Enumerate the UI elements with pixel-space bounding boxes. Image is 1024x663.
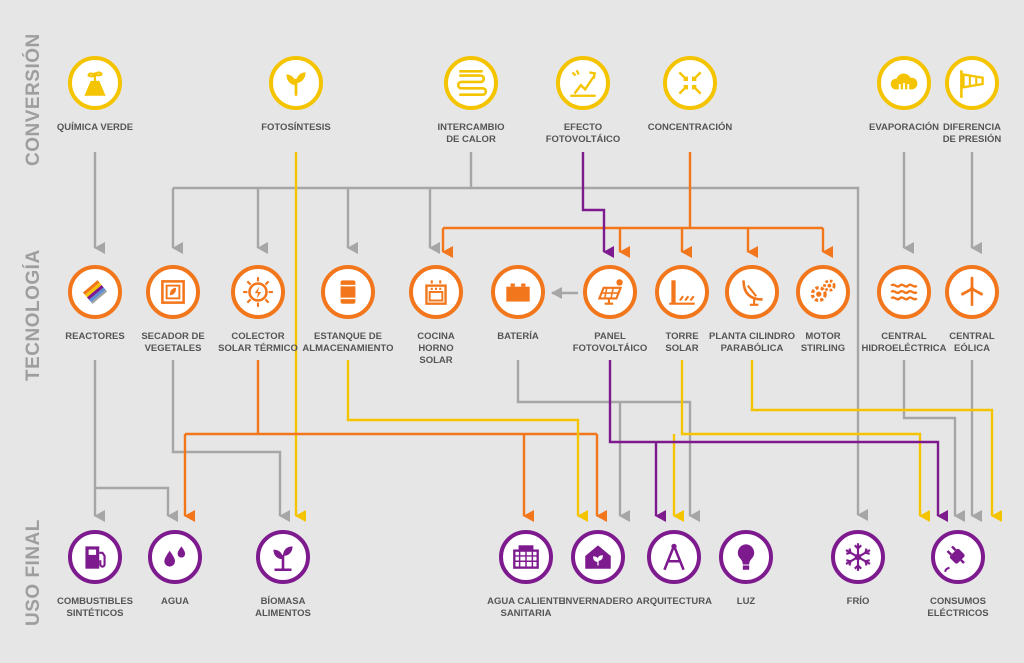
node-arquitectura: ARQUITECTURA <box>614 530 734 608</box>
node-diferencia-presion: DIFERENCIA DE PRESIÓN <box>912 56 1024 146</box>
node-frio: FRÍO <box>798 530 918 608</box>
node-motor-stirling: MOTOR STIRLING <box>763 265 883 355</box>
node-label: BÍOMASA ALIMENTOS <box>255 596 311 619</box>
node-label: CONCENTRACIÓN <box>647 122 733 133</box>
gears-icon <box>810 279 836 303</box>
node-label: MOTOR STIRLING <box>800 331 846 354</box>
node-label: ESTANQUE DE ALMACENAMIENTO <box>302 331 394 354</box>
concentration-icon <box>678 71 702 95</box>
node-invernadero: INVERNADERO <box>538 530 658 608</box>
node-combustibles: COMBUSTIBLES SINTÉTICOS <box>35 530 155 620</box>
node-label: LUZ <box>736 596 756 607</box>
snowflake-icon <box>845 543 871 571</box>
node-label: PANEL FOTOVOLTÁICO <box>572 331 648 354</box>
heat-coil-icon <box>457 69 488 97</box>
node-label: AGUA CALIENTE SANITARIA <box>487 596 565 619</box>
line-secador-biomasa <box>171 360 290 522</box>
node-label: BATERÍA <box>497 331 539 342</box>
photovoltaic-effect-icon <box>570 69 597 97</box>
node-label: EFECTO FOTOVOLTÁICO <box>545 122 621 145</box>
compass-icon <box>663 543 685 571</box>
node-efecto-fotovoltaico: EFECTO FOTOVOLTÁICO <box>523 56 643 146</box>
line-estanque-invernadero <box>346 360 588 522</box>
line-bateria-dist <box>516 360 700 522</box>
node-evaporacion: EVAPORACIÓN <box>844 56 964 134</box>
water-drops-icon <box>164 546 186 567</box>
node-panel-fotovoltaico: PANEL FOTOVOLTÁICO <box>550 265 670 355</box>
sun-collector-icon <box>243 277 273 307</box>
node-label: ARQUITECTURA <box>636 596 712 607</box>
node-label: EVAPORACIÓN <box>868 122 940 133</box>
node-label: INTERCAMBIO DE CALOR <box>437 122 505 145</box>
node-reactores: REACTORES <box>35 265 155 343</box>
node-colector-solar: COLECTOR SOLAR TÉRMICO <box>198 265 318 355</box>
node-label: COLECTOR SOLAR TÉRMICO <box>218 331 298 354</box>
node-label: CONSUMOS ELÉCTRICOS <box>927 596 989 619</box>
node-luz: LUZ <box>686 530 806 608</box>
node-intercambio-calor: INTERCAMBIO DE CALOR <box>411 56 531 146</box>
fuel-pump-icon <box>85 546 106 569</box>
node-label: COCINA HORNO SOLAR <box>417 331 455 366</box>
oven-icon <box>425 280 447 305</box>
line-panel-consumos <box>608 360 948 522</box>
node-label: FOTOSÍNTESIS <box>261 122 331 133</box>
node-label: CENTRAL HIDROELÉCTRICA <box>861 331 947 354</box>
solar-tower-icon <box>669 280 695 305</box>
node-agua-caliente: AGUA CALIENTE SANITARIA <box>466 530 586 620</box>
node-estanque: ESTANQUE DE ALMACENAMIENTO <box>288 265 408 355</box>
line-efecto-panel <box>581 152 614 258</box>
node-label: FRÍO <box>846 596 870 607</box>
node-fotosintesis: FOTOSÍNTESIS <box>236 56 356 134</box>
node-secador-vegetales: SECADOR DE VEGETALES <box>113 265 233 355</box>
line-gray-bus <box>173 186 868 521</box>
dryer-icon <box>161 280 185 304</box>
line-hidro-consumos <box>902 360 965 522</box>
node-agua: AGUA <box>115 530 235 608</box>
parabolic-trough-icon <box>742 280 763 306</box>
tank-icon <box>340 280 356 304</box>
line-reactores-agua <box>95 486 178 522</box>
leaf-icon <box>286 72 306 96</box>
node-torre-solar: TORRE SOLAR <box>622 265 742 355</box>
node-planta-cilindro: PLANTA CILINDRO PARABÓLICA <box>692 265 812 355</box>
greenhouse-icon <box>585 545 611 569</box>
line-planta-consumos <box>750 360 1002 522</box>
node-label: QUÍMICA VERDE <box>56 122 134 133</box>
node-bateria: BATERÍA <box>458 265 578 343</box>
node-cocina-horno: COCINA HORNO SOLAR <box>376 265 496 367</box>
windsock-icon <box>960 70 984 98</box>
node-label: CENTRAL EÓLICA <box>949 331 995 354</box>
node-concentracion: CONCENTRACIÓN <box>630 56 750 134</box>
node-label: TORRE SOLAR <box>665 331 699 354</box>
solar-heater-icon <box>513 545 539 569</box>
node-label: INVERNADERO <box>562 596 634 607</box>
node-label: REACTORES <box>65 331 125 342</box>
wind-turbine-icon <box>961 276 983 306</box>
node-label: AGUA <box>161 596 189 607</box>
node-label: DIFERENCIA DE PRESIÓN <box>942 122 1002 145</box>
node-label: COMBUSTIBLES SINTÉTICOS <box>57 596 133 619</box>
node-biomasa: BÍOMASA ALIMENTOS <box>223 530 343 620</box>
cloud-evaporation-icon <box>890 73 918 92</box>
node-central-hidro: CENTRAL HIDROELÉCTRICA <box>844 265 964 355</box>
light-bulb-icon <box>737 544 755 570</box>
node-central-eolica: CENTRAL EÓLICA <box>912 265 1024 355</box>
waves-icon <box>890 283 918 301</box>
flask-plant-icon <box>84 71 106 96</box>
electric-plug-icon <box>944 545 965 572</box>
solar-panel-icon <box>597 279 623 305</box>
node-label: SECADOR DE VEGETALES <box>141 331 205 354</box>
sprout-icon <box>273 546 293 572</box>
node-consumos-electricos: CONSUMOS ELÉCTRICOS <box>898 530 1018 620</box>
reactor-panel-icon <box>82 280 108 304</box>
node-label: PLANTA CILINDRO PARABÓLICA <box>708 331 796 354</box>
node-quimica-verde: QUÍMICA VERDE <box>35 56 155 134</box>
battery-icon <box>506 283 530 302</box>
line-torre-consumos <box>680 360 930 522</box>
